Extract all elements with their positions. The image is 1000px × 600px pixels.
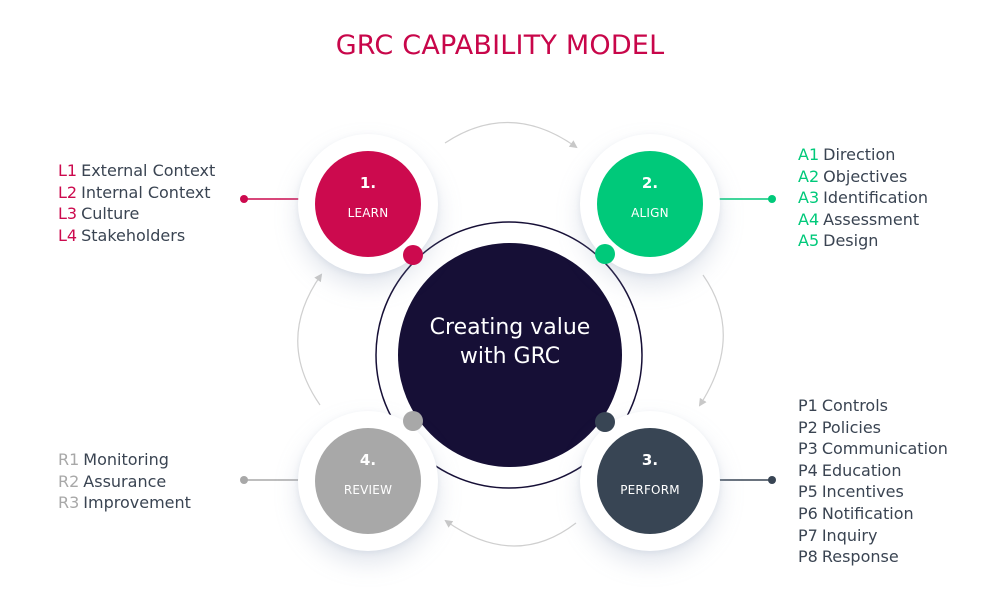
item-text: Design — [823, 231, 879, 251]
item-code: P4 — [798, 460, 818, 480]
item-text: External Context — [81, 161, 216, 180]
stage-learn-badge: 1. LEARN — [315, 151, 421, 257]
item-code: A4 — [798, 209, 820, 229]
item-code: R2 — [58, 471, 80, 491]
item-text: Notification — [821, 503, 914, 523]
arrow-perform-to-review — [444, 519, 577, 547]
item-text: Assessment — [823, 209, 920, 229]
item-text: Monitoring — [83, 450, 169, 469]
connector-dot-align — [768, 195, 776, 203]
connector-dot-perform — [768, 476, 776, 484]
item-text: Controls — [821, 396, 888, 415]
stage-align-badge: 2. ALIGN — [597, 151, 703, 257]
stage-perform-badge: 3. PERFORM — [597, 428, 703, 534]
hub-circle: Creating value with GRC — [398, 243, 622, 467]
item-text: Communication — [821, 439, 948, 459]
stage-node-learn[interactable]: 1. LEARN — [298, 134, 438, 274]
item-code: L1 — [58, 161, 78, 180]
stage-node-perform[interactable]: 3. PERFORM — [580, 411, 720, 551]
item-code: A3 — [798, 188, 820, 208]
hub-line-2: with GRC — [459, 344, 561, 369]
item-code: P5 — [798, 482, 818, 502]
stage-align-label: ALIGN — [631, 206, 669, 220]
stage-node-review[interactable]: 4. REVIEW — [298, 411, 438, 551]
item-text: Education — [821, 460, 902, 480]
connector-dot-review — [240, 476, 248, 484]
connector-dot-learn — [240, 195, 248, 203]
item-text: Objectives — [823, 166, 908, 186]
stage-learn-label: LEARN — [347, 206, 389, 220]
stage-align-number: 2. — [641, 174, 659, 192]
stage-node-align[interactable]: 2. ALIGN — [580, 134, 720, 274]
item-code: L3 — [58, 204, 78, 224]
item-text: Internal Context — [81, 182, 211, 202]
arrow-review-to-learn — [297, 273, 323, 406]
item-code: A5 — [798, 231, 820, 251]
item-code: L4 — [58, 225, 78, 245]
item-code: P1 — [798, 396, 818, 415]
item-text: Incentives — [821, 482, 904, 502]
hub-ring — [375, 221, 643, 489]
item-text: Direction — [823, 145, 896, 164]
stage-learn-number: 1. — [359, 174, 377, 192]
item-text: Response — [821, 547, 899, 567]
item-code: P3 — [798, 439, 818, 459]
item-code: P7 — [798, 525, 818, 545]
stage-review-label: REVIEW — [343, 483, 393, 497]
item-text: Inquiry — [821, 525, 878, 545]
item-code: R1 — [58, 450, 80, 469]
item-code: P2 — [798, 417, 818, 437]
stage-review-badge: 4. REVIEW — [315, 428, 421, 534]
stage-perform-number: 3. — [641, 451, 659, 469]
item-code: A2 — [798, 166, 820, 186]
item-text: Policies — [821, 417, 882, 437]
item-text: Assurance — [83, 471, 167, 491]
stage-perform-label: PERFORM — [620, 483, 680, 497]
item-text: Stakeholders — [81, 225, 186, 245]
item-text: Culture — [81, 204, 140, 224]
item-text: Improvement — [83, 493, 191, 513]
hub-text: Creating value with GRC — [398, 313, 622, 371]
item-code: P6 — [798, 503, 818, 523]
diagram-title: GRC CAPABILITY MODEL — [335, 30, 665, 61]
arrow-learn-to-align — [444, 121, 578, 149]
arrow-align-to-perform — [698, 274, 724, 407]
item-code: L2 — [58, 182, 78, 202]
item-code: R3 — [58, 493, 80, 513]
stage-review-number: 4. — [359, 451, 377, 469]
item-code: P8 — [798, 547, 818, 567]
hub-line-1: Creating value — [429, 315, 591, 340]
item-code: A1 — [798, 145, 820, 164]
item-text: Identification — [823, 188, 929, 208]
